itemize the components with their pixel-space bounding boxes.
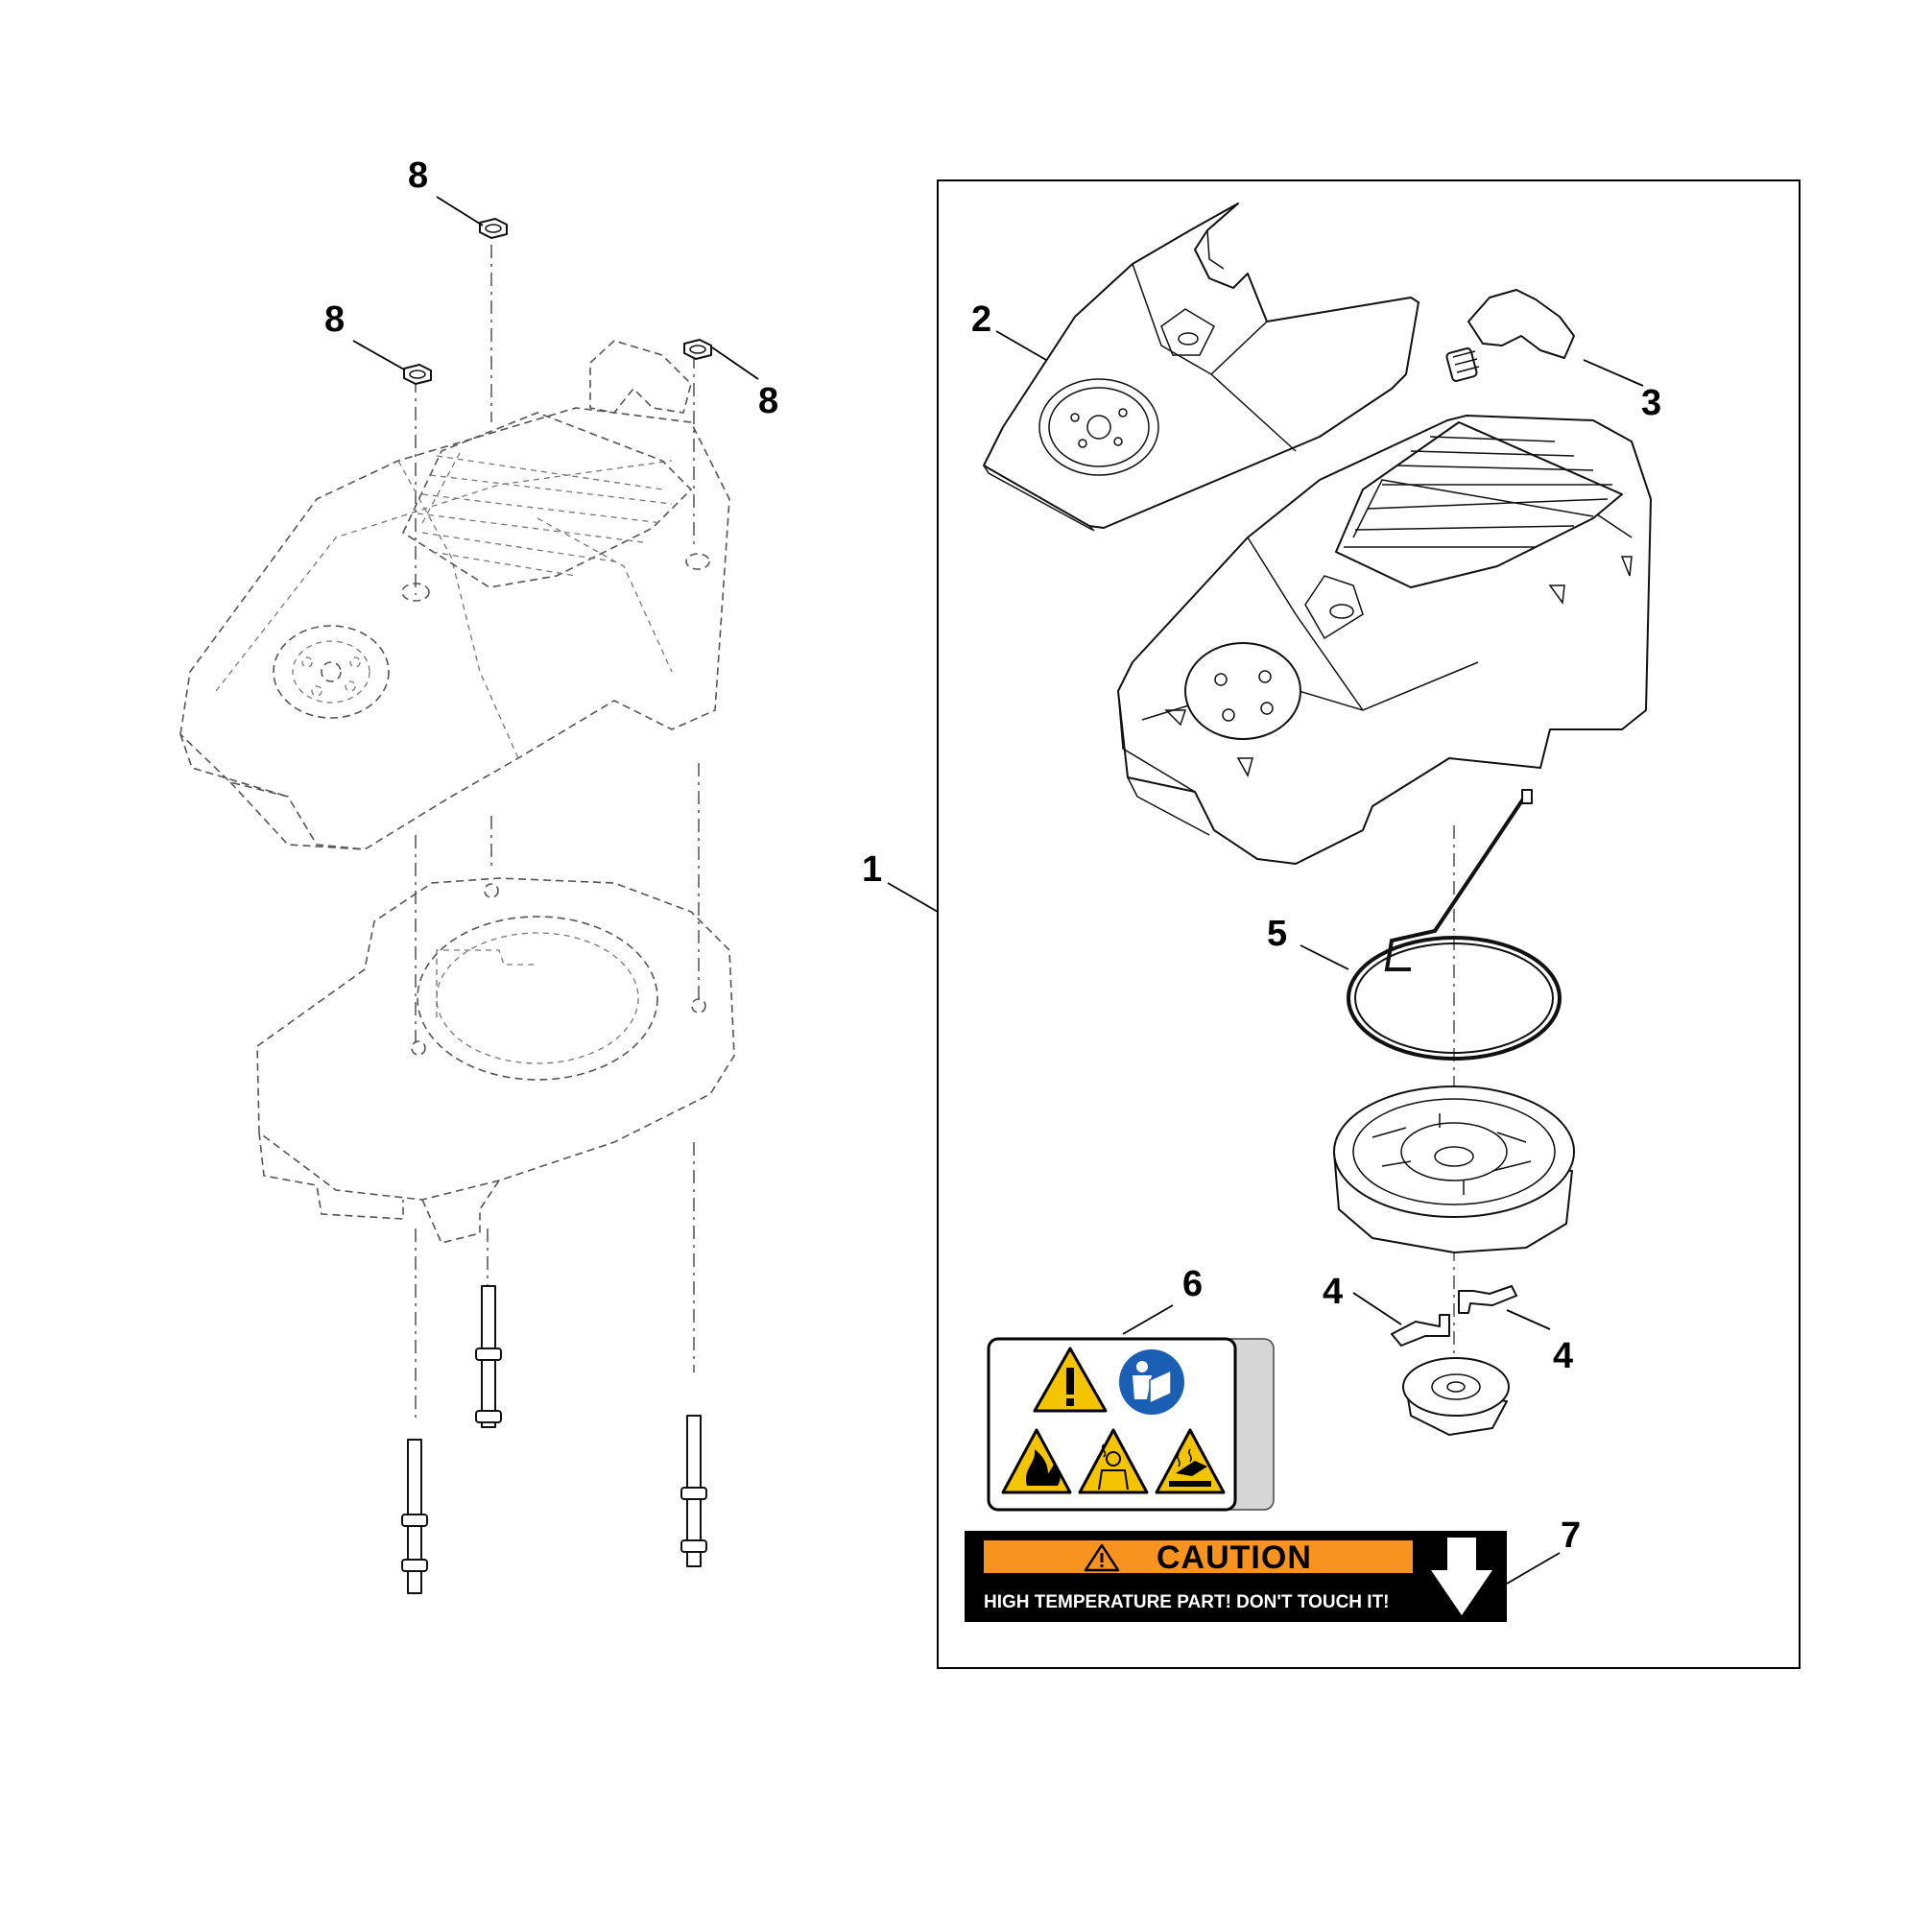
starter-handle (1445, 289, 1575, 382)
warning-exclamation-icon (1033, 1347, 1108, 1413)
recoil-starter-cover (1117, 415, 1652, 865)
callout-4: 4 (1553, 1336, 1573, 1376)
callout-8: 8 (408, 155, 428, 196)
stud-bolt (475, 1285, 502, 1428)
stud-bolt (680, 1415, 707, 1567)
caution-label: CAUTION HIGH TEMPERATURE PART! DON'T TOU… (965, 1531, 1507, 1622)
fire-hazard-icon (1001, 1428, 1072, 1494)
hot-surface-icon (1155, 1428, 1226, 1494)
read-manual-icon (1119, 1349, 1184, 1415)
pawl (1458, 1285, 1517, 1314)
callout-8: 8 (324, 299, 345, 340)
callout-7: 7 (1561, 1515, 1581, 1556)
kit-frame (937, 179, 1801, 1669)
starter-hub (1402, 1357, 1510, 1436)
starter-reel (1333, 1085, 1575, 1253)
starter-rope (1347, 789, 1562, 1061)
callout-5: 5 (1267, 914, 1287, 954)
callout-8: 8 (758, 381, 778, 421)
ghost-top-cover (179, 340, 730, 850)
callout-1: 1 (862, 849, 882, 890)
caution-message: HIGH TEMPERATURE PART! DON'T TOUCH IT! (984, 1592, 1390, 1612)
callout-2: 2 (971, 299, 991, 340)
down-arrow-icon (1431, 1538, 1492, 1615)
pawl (1391, 1314, 1450, 1347)
warning-decal (987, 1337, 1275, 1512)
ghost-blower-housing (256, 877, 735, 1244)
stud-bolt (401, 1439, 428, 1594)
callout-3: 3 (1641, 383, 1661, 423)
top-shroud (983, 203, 1419, 532)
ghost-assembly (179, 196, 759, 1594)
callout-6: 6 (1182, 1264, 1203, 1304)
flange-nut (479, 218, 508, 239)
warning-triangle-icon (1084, 1543, 1120, 1572)
caution-title: CAUTION (1157, 1539, 1312, 1576)
callout-4: 4 (1323, 1272, 1343, 1312)
flange-nut (683, 339, 712, 360)
flange-nut (403, 364, 432, 385)
toxic-fumes-icon (1078, 1428, 1149, 1494)
